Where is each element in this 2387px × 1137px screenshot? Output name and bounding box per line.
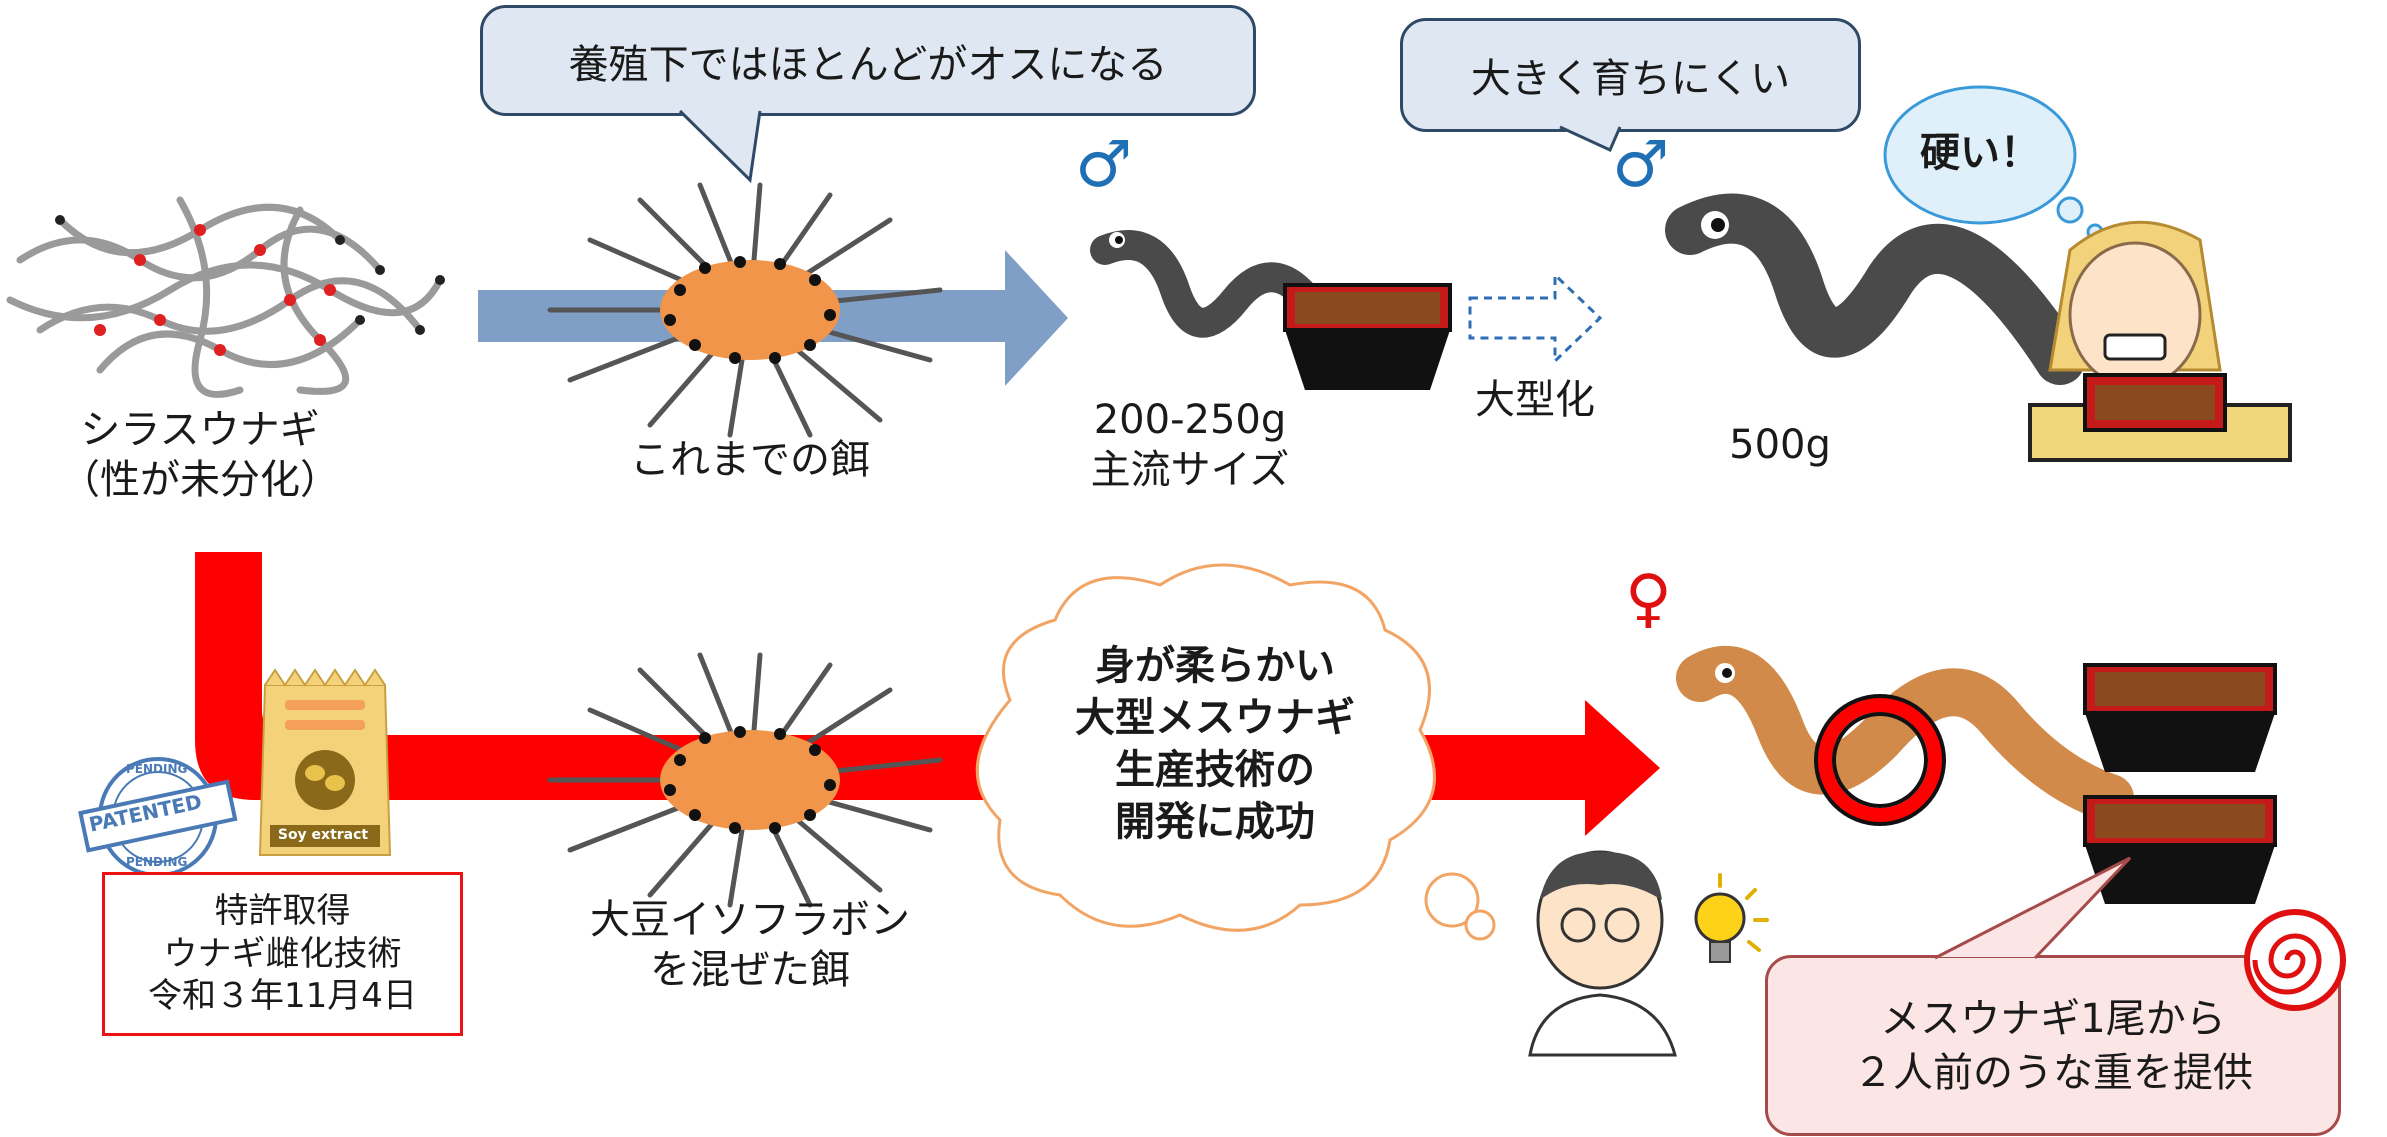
unaju-box-icon-3 <box>2083 795 2277 904</box>
success-line-2: 大型メスウナギ <box>1075 695 1355 741</box>
lightbulb-icon <box>1694 873 1769 963</box>
mainstream-label: 200-250g 主流サイズ <box>1045 395 1335 495</box>
provide-line-1: メスウナギ1尾から <box>1880 995 2226 1042</box>
soy-bag-label: Soy extract <box>277 827 369 843</box>
success-line-3: 生産技術の <box>1115 747 1315 793</box>
enlarge-label: 大型化 <box>1475 377 1595 423</box>
patent-line-2: ウナギ雌化技術 <box>163 933 402 974</box>
scientist-icon <box>1528 850 1677 1057</box>
male-symbol-small: ♂ <box>1075 128 1133 202</box>
success-line-1: 身が柔らかい <box>1095 643 1335 689</box>
glass-eels-icon <box>6 196 445 398</box>
old-feed-icon <box>547 182 943 438</box>
soy-bag-icon <box>258 668 392 856</box>
patent-line-1: 特許取得 <box>214 891 351 932</box>
circle-mark-icon <box>1814 694 1946 826</box>
shirasu-label-line1: シラスウナギ <box>80 407 320 453</box>
farm-male-bubble: 養殖下ではほとんどがオスになる <box>480 5 1256 116</box>
old-feed-label: これまでの餌 <box>630 437 870 483</box>
big-weight-label: 500g <box>1729 422 1831 468</box>
girl-eating-icon <box>2028 220 2292 462</box>
hard-to-grow-bubble: 大きく育ちにくい <box>1400 18 1861 132</box>
mainstream-weight: 200-250g <box>1093 397 1287 443</box>
soy-feed-icon <box>547 652 943 908</box>
small-male-eel-icon <box>1090 230 1330 338</box>
stamp-bottom-text: PENDING <box>126 855 188 869</box>
unaju-box-icon-2 <box>2083 663 2277 772</box>
mainstream-size: 主流サイズ <box>1090 447 1290 493</box>
patent-info-box: 特許取得 ウナギ雌化技術 令和３年11月4日 <box>102 872 463 1036</box>
soy-feed-line1: 大豆イソフラボン <box>590 897 910 943</box>
female-eel-icon <box>1676 645 2134 822</box>
success-text: 身が柔らかい 大型メスウナギ 生産技術の 開発に成功 <box>1030 640 1400 848</box>
male-symbol-large: ♂ <box>1612 128 1670 202</box>
patented-stamp-icon <box>78 757 238 877</box>
shirasu-label-line2: （性が未分化） <box>60 457 340 503</box>
hard-to-grow-text: 大きく育ちにくい <box>1470 56 1791 102</box>
provide-bubble: メスウナギ1尾から ２人前のうな重を提供 <box>1765 955 2341 1136</box>
stamp-top-text: PENDING <box>126 762 188 776</box>
unaju-box-icon-1 <box>1283 283 1452 390</box>
female-symbol: ♀ <box>1625 562 1672 636</box>
red-swirl-icon <box>2244 909 2346 1011</box>
shirasu-label: シラスウナギ （性が未分化） <box>55 405 345 505</box>
hard-text: 硬い！ <box>1920 130 2040 176</box>
soy-feed-label: 大豆イソフラボン を混ぜた餌 <box>565 895 935 995</box>
success-line-4: 開発に成功 <box>1115 799 1315 845</box>
large-male-eel-icon <box>1665 193 2085 385</box>
soy-feed-line2: を混ぜた餌 <box>650 947 850 993</box>
provide-line-2: ２人前のうな重を提供 <box>1853 1049 2253 1096</box>
patent-line-3: 令和３年11月4日 <box>148 976 417 1017</box>
farm-male-bubble-text: 養殖下ではほとんどがオスになる <box>568 41 1168 88</box>
